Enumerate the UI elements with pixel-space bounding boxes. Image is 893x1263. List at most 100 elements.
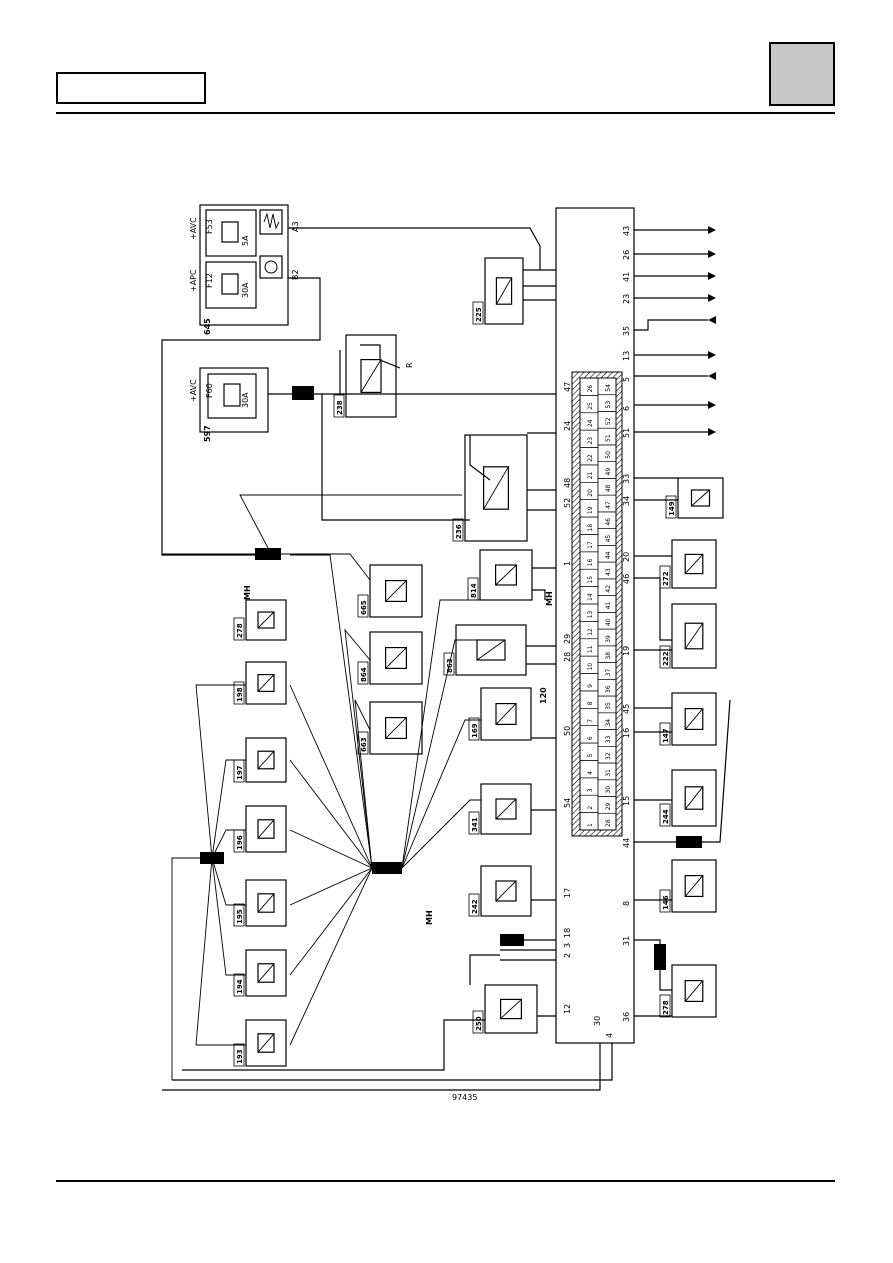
ecu-pin-left-30: 30 (593, 1016, 602, 1026)
ecu-pin-left-3: 3 (563, 943, 572, 948)
ecu-pin-right-23: 23 (622, 294, 631, 304)
ecu-grid-cell-36: 36 (605, 685, 612, 693)
ecu-grid-cell-19: 19 (587, 506, 594, 514)
ecu-grid-cell-53: 53 (605, 401, 612, 409)
component-663: 663 (357, 701, 423, 755)
arrow-right-icon (708, 272, 716, 280)
component-665: 665 (357, 564, 423, 618)
mh-ground-3: MH (425, 910, 434, 925)
ecu-grid-cell-26: 26 (587, 385, 594, 393)
component-label-665: 665 (360, 600, 368, 615)
ecu-grid-cell-18: 18 (587, 524, 594, 532)
fuse-box-645 (199, 204, 289, 326)
corner-tab (769, 42, 835, 106)
ecu-grid-cell-17: 17 (587, 541, 594, 549)
ecu-pin-right-16: 16 (622, 728, 631, 738)
component-341: 341 (468, 783, 532, 835)
component-278: 278 (659, 964, 717, 1018)
component-label-863: 863 (446, 658, 454, 673)
ecu-grid-cell-46: 46 (605, 518, 612, 526)
ecu-pin-left-4: 4 (605, 1033, 614, 1038)
ecu-grid-cell-47: 47 (605, 501, 612, 509)
component-238: 238 (333, 334, 397, 418)
ecu-pin-right-5: 5 (622, 377, 631, 382)
ecu-grid-cell-4: 4 (587, 771, 594, 775)
ecu-pin-right-34: 34 (622, 496, 631, 506)
ecu-pin-left-2: 2 (563, 953, 572, 958)
component-194: 194 (233, 949, 287, 997)
component-149: 149 (665, 477, 724, 519)
component-250: 250 (472, 984, 538, 1034)
ecu-pin-left-52: 52 (563, 498, 572, 508)
ecu-grid-cell-48: 48 (605, 484, 612, 492)
component-label-198: 198 (236, 687, 244, 702)
arrow-left-icon (708, 372, 716, 380)
component-label-197: 197 (236, 765, 244, 780)
ecu-grid-cell-37: 37 (605, 669, 612, 677)
bottom-rule (56, 1180, 835, 1182)
ecu-pin-right-13: 13 (622, 351, 631, 361)
ecu-pin-right-6: 6 (622, 406, 631, 411)
ecu-grid-cell-39: 39 (605, 635, 612, 643)
ecu-grid-cell-51: 51 (605, 434, 612, 442)
component-278: 278 (233, 599, 287, 641)
ecu-grid-cell-22: 22 (587, 454, 594, 462)
ecu-pin-right-35: 35 (622, 326, 631, 336)
ecu-pin-left-29: 29 (563, 634, 572, 644)
component-label-194: 194 (236, 979, 244, 994)
ecu-pin-right-36: 36 (622, 1012, 631, 1022)
ecu-grid-cell-29: 29 (605, 802, 612, 810)
component-198: 198 (233, 661, 287, 705)
fuse-f53-label: F53 (205, 219, 214, 234)
component-label-169: 169 (471, 723, 479, 738)
arrow-right-icon (708, 401, 716, 409)
ecu-grid-cell-35: 35 (605, 702, 612, 710)
ecu-grid-cell-14: 14 (587, 593, 594, 601)
ecu-grid-cell-10: 10 (587, 663, 594, 671)
ecu-grid-cell-11: 11 (587, 645, 594, 653)
ecu-grid-cell-44: 44 (605, 551, 612, 559)
ecu-pin-right-15: 15 (622, 796, 631, 806)
component-195: 195 (233, 879, 287, 927)
component-label-814: 814 (470, 583, 478, 598)
arrow-left-icon (708, 316, 716, 324)
component-196: 196 (233, 805, 287, 853)
ecu-grid-cell-12: 12 (587, 628, 594, 636)
component-label-236: 236 (455, 524, 463, 539)
component-242: 242 (468, 865, 532, 917)
ecu-pin-right-44: 44 (622, 838, 631, 848)
title-box (56, 72, 206, 104)
ecu-grid-cell-7: 7 (587, 719, 594, 723)
ecu-pin-left-50: 50 (563, 726, 572, 736)
arrow-right-icon (708, 294, 716, 302)
ecu-grid-cell-13: 13 (587, 611, 594, 619)
component-244: 244 (659, 769, 717, 827)
component-label-225: 225 (475, 307, 483, 322)
component-label-196: 196 (236, 835, 244, 850)
ecu-pin-left-28: 28 (563, 652, 572, 662)
ecu-grid-cell-33: 33 (605, 735, 612, 743)
arrow-right-icon (708, 226, 716, 234)
ecu-grid-cell-28: 28 (605, 819, 612, 827)
ecu-grid-cell-45: 45 (605, 535, 612, 543)
component-label-146: 146 (662, 895, 670, 910)
ecu-pin-right-31: 31 (622, 936, 631, 946)
components: 6452255972382368146658648636631693412422… (203, 257, 724, 1067)
ecu-pin-grid: 2625242322212019181716151413121110987654… (579, 377, 617, 831)
ecu-pin-right-20: 20 (622, 552, 631, 562)
component-label-272: 272 (662, 571, 670, 586)
component-193: 193 (233, 1019, 287, 1067)
ecu-pin-right-51: 51 (622, 428, 631, 438)
component-label-195: 195 (236, 909, 244, 924)
component-147: 147 (659, 692, 717, 746)
component-814: 814 (467, 549, 533, 601)
component-label-597: 597 (203, 425, 212, 442)
component-label-341: 341 (471, 817, 479, 832)
ecu-grid-cell-43: 43 (605, 568, 612, 576)
component-label-864: 864 (360, 667, 368, 682)
ecu-grid-cell-42: 42 (605, 585, 612, 593)
arrow-right-icon (708, 351, 716, 359)
component-label-244: 244 (662, 809, 670, 824)
